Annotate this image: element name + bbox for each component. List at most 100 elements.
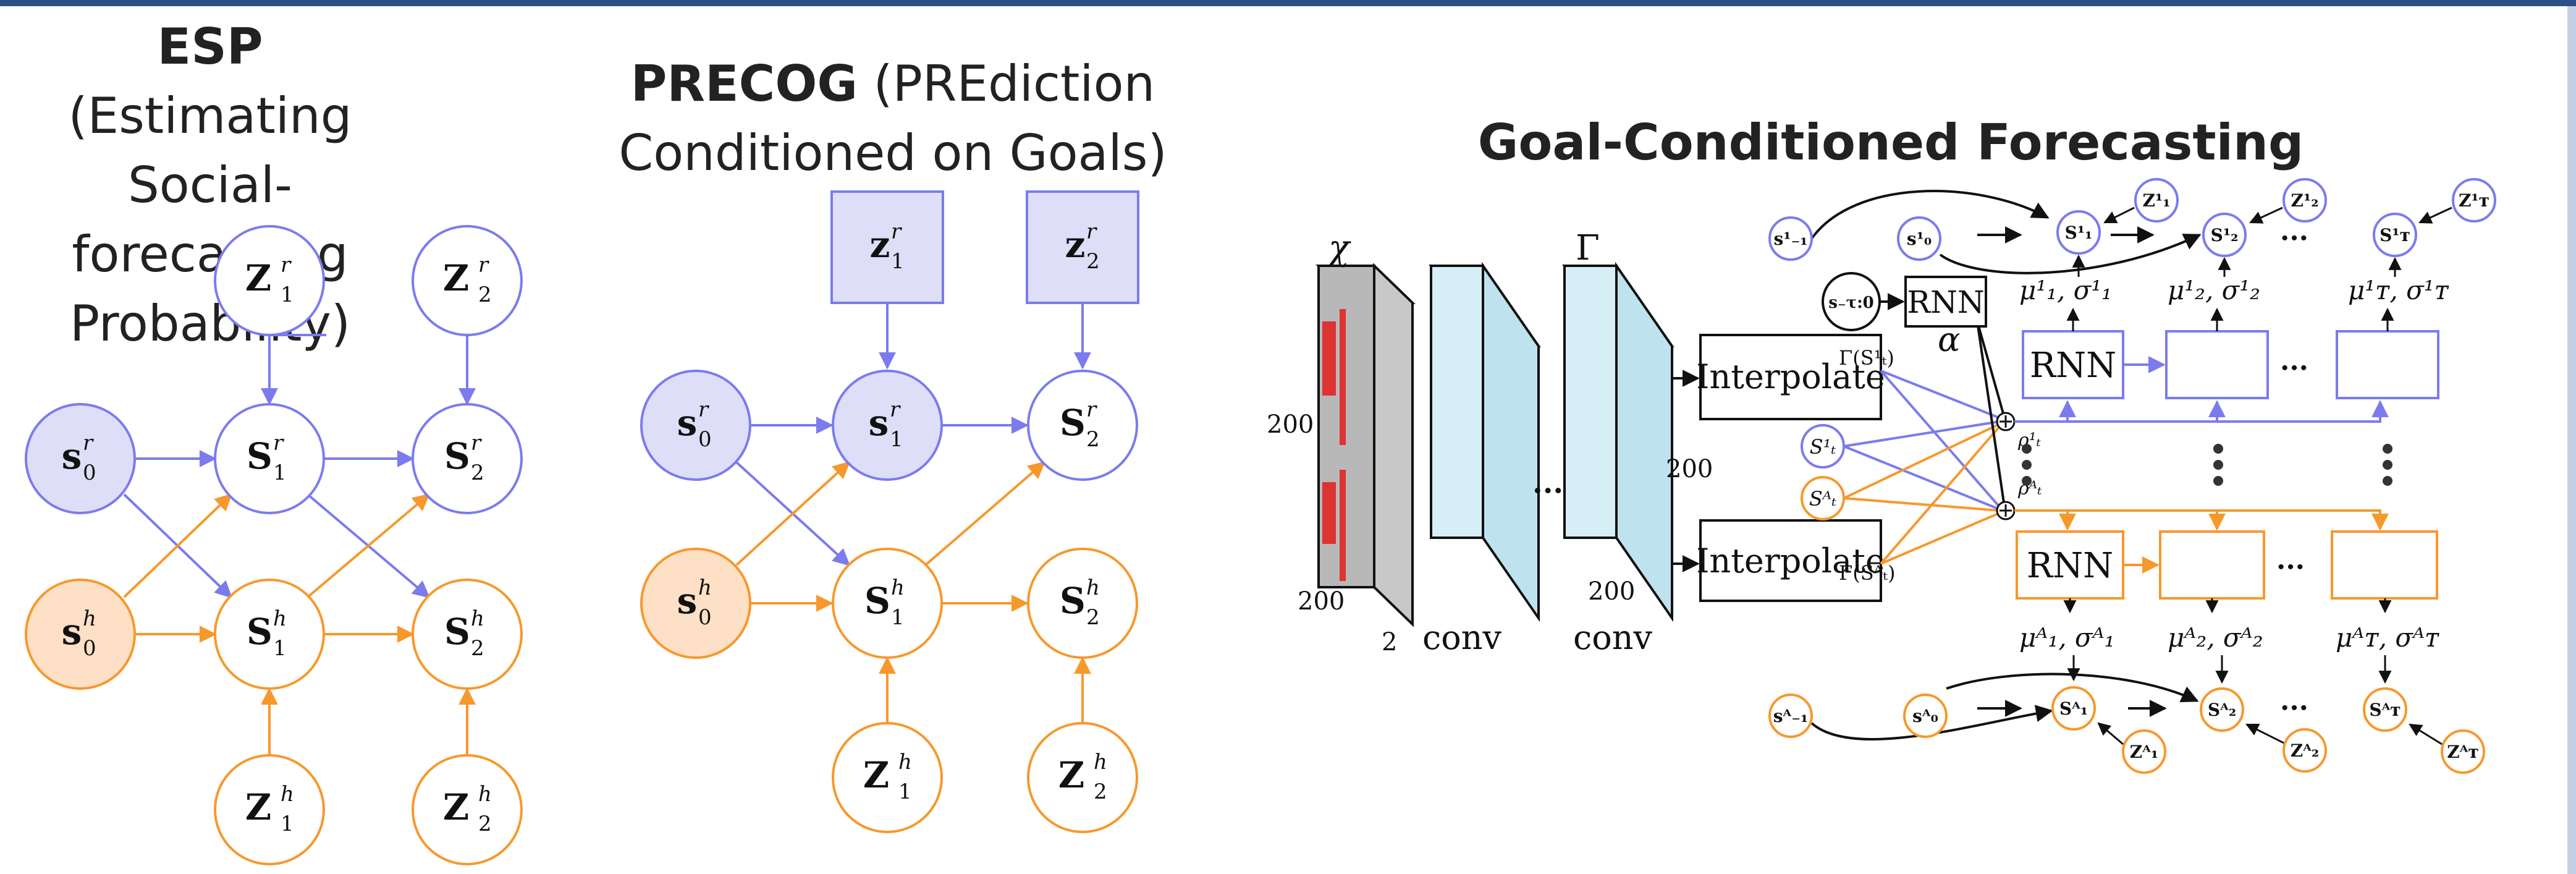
sum-node-1 [1996, 412, 2016, 431]
edge-interp1-sum1 [1880, 370, 2000, 419]
svg-text:Sᴬₜ: Sᴬₜ [1809, 487, 1836, 511]
precog-title-line2: Conditioned on Goals) [619, 124, 1167, 182]
svg-text:Z: Z [863, 754, 889, 796]
rnn-box-agentA-t1: RNN [2016, 530, 2124, 600]
node-ST-agentA: Sᴬᴛ [2363, 687, 2407, 732]
edge-ZT-ST [2418, 206, 2452, 224]
svg-text:2: 2 [1086, 249, 1100, 274]
svg-text:S¹₂: S¹₂ [2211, 225, 2239, 245]
precog-node-zr2: z r 2 [1026, 190, 1139, 304]
precog-edge-s1h-s2r [924, 461, 1046, 566]
node-S2-agentA: Sᴬ₂ [2200, 687, 2244, 732]
node-Z1-agent1: Z¹₁ [2134, 178, 2179, 223]
svg-text:r: r [478, 253, 489, 278]
ellipsis-agentA-rnn: ··· [2276, 551, 2305, 583]
edge-St1-sum1 [1843, 420, 2000, 448]
svg-text:2: 2 [471, 460, 484, 485]
rnn-box-agentA-t2 [2159, 530, 2265, 600]
chi-dim-channels: 2 [1382, 628, 1397, 656]
gcf-title-text: Goal-Conditioned Forecasting [1477, 114, 2304, 171]
node-s0-agentA: sᴬ₀ [1903, 694, 1948, 738]
sum-node-A [1996, 501, 2016, 520]
mu1-agent1: μ¹₁, σ¹₁ [2019, 275, 2112, 305]
past-rnn-box: RNN [1904, 276, 1987, 328]
muT-agentA: μᴬᴛ, σᴬᴛ [2336, 622, 2439, 653]
svg-text:r: r [471, 431, 482, 456]
svg-text:sᴬ₀: sᴬ₀ [1912, 706, 1938, 726]
svg-text:2: 2 [478, 282, 492, 307]
edge-StA-sum1 [1843, 423, 2000, 499]
svg-text:Z: Z [1058, 754, 1084, 796]
esp-edges [123, 334, 476, 754]
svg-text:h: h [898, 750, 912, 774]
svg-text:S¹₁: S¹₁ [2065, 223, 2093, 243]
node-S1-agent1: S¹₁ [2056, 210, 2101, 255]
node-s-1-agent1: s¹₋₁ [1768, 216, 1813, 261]
precog-edge-s0h-s1r [735, 461, 851, 566]
svg-text:0: 0 [698, 427, 712, 452]
svg-text:Sᴬᴛ: Sᴬᴛ [2369, 700, 2401, 720]
svg-text:1: 1 [281, 282, 294, 307]
svg-text:RNN: RNN [2030, 346, 2116, 386]
precog-node-zh1: Z h 1 [832, 722, 943, 833]
node-Z1-agentA: Zᴬ₁ [2122, 729, 2166, 774]
rnn-box-agent1-t2 [2165, 330, 2269, 399]
input-tensor-chi: χ 200 200 2 [1267, 228, 1416, 656]
svg-text:2: 2 [478, 812, 492, 836]
edge-alpha-sumA [1976, 321, 2006, 507]
svg-text:h: h [891, 575, 905, 600]
esp-node-s2h: S h 2 [412, 579, 523, 690]
agent1-row: s¹₋₁ s¹₀ S¹₁ S¹₂ S¹ᴛ Z¹₁ [1768, 178, 2496, 423]
alpha-label: α [1938, 320, 1960, 359]
svg-text:s: s [677, 580, 698, 622]
mu2-agent1: μ¹₂, σ¹₂ [2168, 275, 2260, 305]
chi-label: χ [1326, 228, 1351, 268]
rnn-box-agent1-t1: RNN [2022, 330, 2124, 399]
node-ST-agent1: S¹ᴛ [2373, 213, 2417, 257]
gamma-s1-label: Γ(S¹ₜ) [1839, 346, 1894, 370]
node-s0-agent1: s¹₀ [1897, 216, 1941, 261]
edge-arc-s-1-S1 [1810, 190, 2050, 240]
svg-text:z: z [1065, 224, 1086, 266]
esp-graph: Z r 1 Z r 2 s r 0 S r 1 S r 2 [25, 225, 523, 865]
svg-text:r: r [1086, 219, 1097, 244]
conv-label-2: conv [1573, 618, 1653, 657]
node-St1: S¹ₜ [1801, 424, 1845, 469]
gcf-title: Goal-Conditioned Forecasting [1421, 108, 2360, 177]
svg-text:1: 1 [891, 605, 905, 630]
edge-arc-sA0-S2A [1946, 672, 2199, 703]
agentA-row: RNN ··· μᴬ₁, σᴬ₁ μᴬ₂, σᴬ₂ μᴬᴛ, σᴬᴛ sᴬ₋₁ [1768, 509, 2485, 774]
esp-edge-s0h-s1r [123, 493, 233, 598]
svg-text:0: 0 [83, 460, 96, 485]
svg-text:sᴬ₋₁: sᴬ₋₁ [1773, 706, 1809, 726]
edge-Z1A-S1A [2097, 722, 2124, 745]
svg-text:S: S [444, 435, 470, 477]
precog-node-s2r: S r 2 [1027, 370, 1138, 481]
svg-text:Interpolate: Interpolate [1696, 541, 1885, 580]
conv-block-gamma: Γ 200 200 conv [1562, 228, 1713, 657]
esp-title-rest: (Estimating [68, 87, 352, 145]
svg-text:Sᴬ₂: Sᴬ₂ [2208, 700, 2236, 720]
svg-text:1: 1 [891, 249, 905, 274]
svg-text:S: S [247, 435, 272, 477]
edge-St1-sumA [1843, 445, 2000, 511]
conv-block-1: conv [1422, 261, 1541, 657]
esp-edge-s1h-s2r [306, 493, 431, 598]
edge-Z2A-S2A [2245, 723, 2284, 744]
edge-Z1-S1 [2103, 206, 2135, 224]
svg-text:Interpolate: Interpolate [1696, 357, 1885, 396]
svg-text:S: S [864, 580, 890, 622]
precog-title: PRECOG (PREdiction Conditioned on Goals) [599, 49, 1186, 188]
svg-text:s₋τ:0: s₋τ:0 [1828, 294, 1874, 312]
svg-text:Z¹ᴛ: Z¹ᴛ [2459, 190, 2489, 211]
interpolate-box-1: Interpolate [1696, 334, 1885, 420]
svg-text:S: S [247, 611, 272, 653]
ellipsis-agentA-states: ··· [2280, 692, 2308, 724]
svg-text:r: r [83, 431, 94, 456]
chi-dim-width: 200 [1298, 587, 1345, 616]
svg-text:h: h [478, 782, 492, 807]
chi-dim-height: 200 [1267, 410, 1314, 439]
svg-text:h: h [698, 575, 712, 600]
esp-node-s0r: s r 0 [25, 403, 136, 514]
